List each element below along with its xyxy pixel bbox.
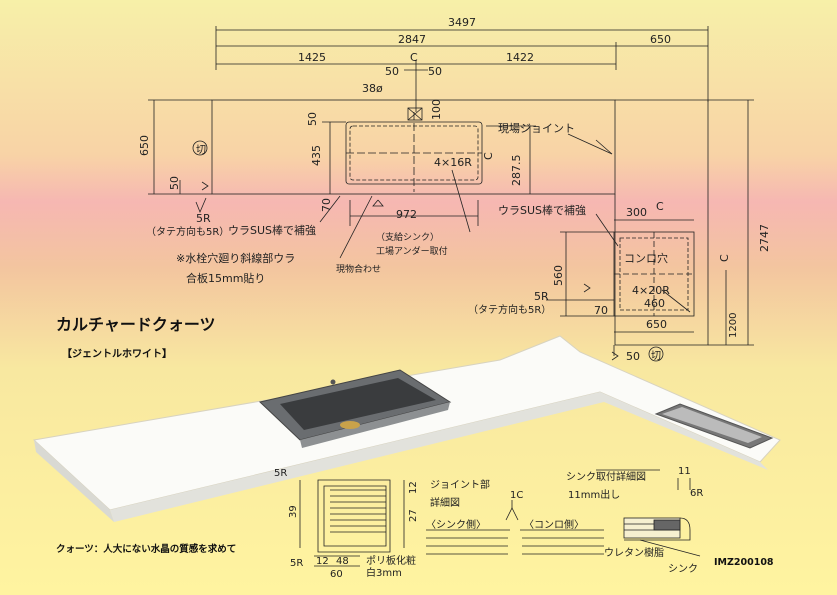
edge-5r-bottom: 5R <box>290 558 303 569</box>
joint-title-1: ジョイント部 <box>430 478 490 491</box>
urethane-label: ウレタン樹脂 <box>604 546 664 559</box>
drawing-code: IMZ200108 <box>714 557 774 568</box>
detail-labels: 5R 39 5R 12 48 60 12 27 ポリ板化粧 白3mm ジョイント… <box>274 466 703 580</box>
vertical-5r-left: （タテ方向も5R） <box>146 225 229 238</box>
poly-note-2: 白3mm <box>366 566 402 579</box>
edge-60: 60 <box>330 569 343 580</box>
dim-2747: 2747 <box>758 224 771 252</box>
radius-4x20r: 4×20R <box>632 284 670 297</box>
dim-1200: 1200 <box>728 313 739 338</box>
sink-side: 〈シンク側〉 <box>426 518 486 531</box>
mark-c-cut: C <box>656 200 664 213</box>
edge-12-right: 12 <box>408 481 419 494</box>
dim-3497: 3497 <box>448 16 476 29</box>
sink-11mm: 11mm出し <box>568 488 620 501</box>
edge-39: 39 <box>288 505 299 518</box>
product-tagline: クォーツ：人大にない水晶の質感を求めて <box>56 544 237 555</box>
dim-70-cut: 70 <box>594 304 608 317</box>
dim-1425: 1425 <box>298 51 326 64</box>
dim-2847: 2847 <box>398 33 426 46</box>
radius-5r-right: 5R <box>534 290 549 303</box>
mark-c-top: C <box>410 51 418 64</box>
dim-560: 560 <box>552 265 565 286</box>
factory-under: 工場アンダー取付 <box>376 245 448 257</box>
product-color: 【ジェントルホワイト】 <box>62 349 172 360</box>
dim-1422: 1422 <box>506 51 534 64</box>
edge-48: 48 <box>336 556 349 567</box>
konro-hole: コンロ穴 <box>624 251 668 265</box>
product-name: カルチャードクォーツ <box>56 315 216 334</box>
mark-c-right: C <box>718 254 731 262</box>
radius-4x16r: 4×16R <box>434 156 472 169</box>
faucet-hole-label: 38ø <box>362 82 383 95</box>
site-joint-label: 現場ジョイント <box>498 122 575 135</box>
sink-detail-title: シンク取付詳細図 <box>566 470 646 483</box>
dim-100: 100 <box>430 99 443 120</box>
dim-435: 435 <box>310 145 323 166</box>
radius-5r-left: 5R <box>196 212 211 225</box>
dim-50-left: 50 <box>385 65 399 78</box>
cut-symbol-right: 切 <box>651 350 661 362</box>
joint-1c: 1C <box>510 490 523 501</box>
dim-50-left-side: 50 <box>168 176 181 190</box>
poly-note-1: ポリ板化粧 <box>366 554 416 567</box>
dim-70: 70 <box>320 198 333 212</box>
sink-label: シンク <box>668 563 698 575</box>
dim-287-5: 287.5 <box>510 155 523 187</box>
dim-50-right: 50 <box>428 65 442 78</box>
supplied-sink: （支給シンク） <box>376 231 439 243</box>
dim-50-bottom: 50 <box>626 350 640 363</box>
edge-12: 12 <box>316 556 329 567</box>
site-fitting: 現物合わせ <box>336 263 381 275</box>
cut-symbol-left: 切 <box>196 144 206 156</box>
detail-drawings <box>299 469 701 567</box>
faucet-note-2: 合板15mm貼り <box>186 271 265 285</box>
ura-sus-left: ウラSUS棒で補強 <box>228 223 316 237</box>
edge-5r-top: 5R <box>274 468 287 479</box>
dimension-labels: 3497 2847 650 1425 1422 C 50 50 38ø 650 … <box>138 16 771 363</box>
konro-side: 〈コンロ側〉 <box>524 518 584 531</box>
ura-sus-right: ウラSUS棒で補強 <box>498 203 586 217</box>
dim-650-top: 650 <box>650 33 671 46</box>
dim-460: 460 <box>644 297 665 310</box>
edge-27: 27 <box>408 509 419 522</box>
sink-6r: 6R <box>690 488 703 499</box>
vertical-5r-right: （タテ方向も5R） <box>468 303 551 316</box>
countertop-photo <box>32 335 781 522</box>
dim-650-cut: 650 <box>646 318 667 331</box>
sink-11: 11 <box>678 466 691 477</box>
faucet-note-1: ※水栓穴廻り斜線部ウラ <box>176 251 295 265</box>
joint-title-2: 詳細図 <box>430 496 460 509</box>
dim-300: 300 <box>626 206 647 219</box>
dim-650-left: 650 <box>138 135 151 156</box>
dim-50-sink-top: 50 <box>306 112 319 126</box>
mark-c-sink: C <box>482 152 495 160</box>
dim-972: 972 <box>396 208 417 221</box>
plan-drawing <box>148 26 754 362</box>
